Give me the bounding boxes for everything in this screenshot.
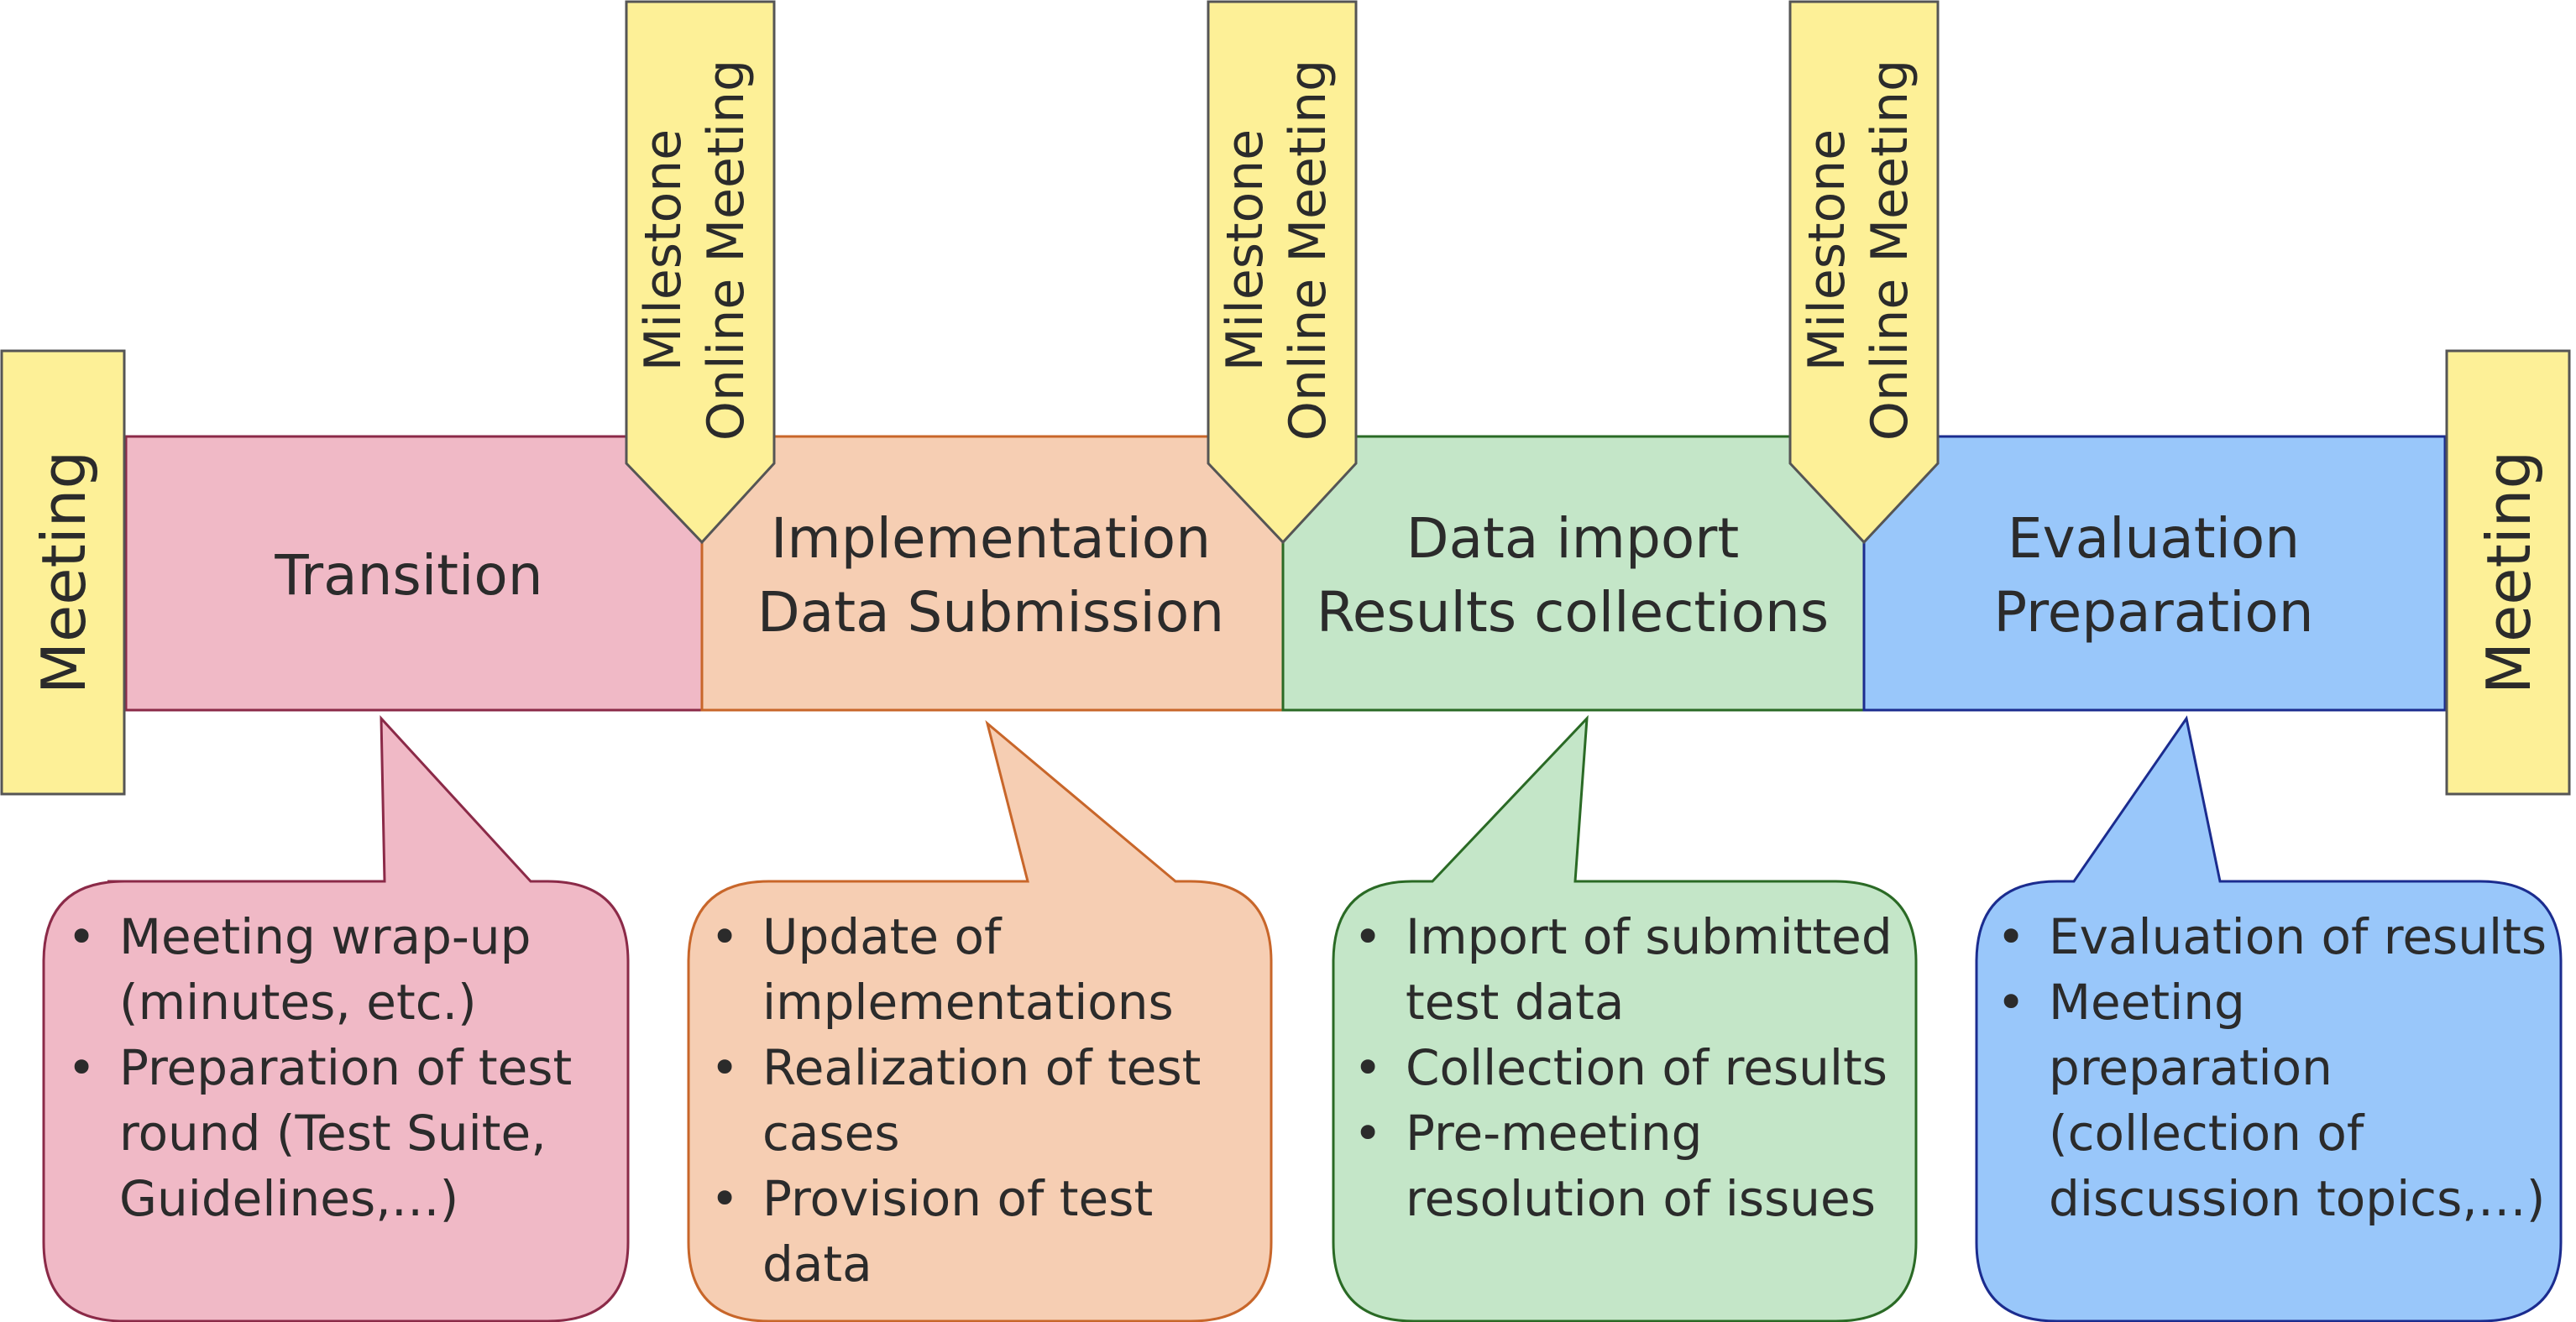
meeting-label-end: Meeting bbox=[2474, 451, 2544, 694]
bullet-marker: • bbox=[67, 1039, 96, 1096]
bullet-marker: • bbox=[710, 908, 739, 965]
callout-2-item-1-line-2: implementations bbox=[762, 974, 1174, 1031]
callout-1-item-2-line-3: Guidelines,…) bbox=[119, 1170, 458, 1227]
callout-data-import bbox=[1332, 714, 1918, 1322]
milestone-3-line-1: Milestone bbox=[1798, 129, 1856, 371]
phase-band-transition bbox=[124, 435, 704, 712]
phase-band-implementation bbox=[700, 435, 1285, 712]
callout-evaluation bbox=[1975, 715, 2563, 1322]
bullet-marker: • bbox=[1353, 1105, 1382, 1162]
phase-band-data-import bbox=[1281, 435, 1866, 712]
callout-2-item-2-line-2: cases bbox=[762, 1105, 900, 1162]
meeting-label-start: Meeting bbox=[29, 451, 99, 694]
phase-label-data-import-2: Results collections bbox=[1317, 580, 1829, 645]
callout-1-item-1-line-1: Meeting wrap-up bbox=[119, 908, 531, 965]
callout-2-item-2-line-1: Realization of test bbox=[762, 1039, 1201, 1096]
bullet-marker: • bbox=[67, 908, 96, 965]
milestone-1-line-1: Milestone bbox=[634, 129, 693, 371]
callout-transition-list: • Meeting wrap-up (minutes, etc.) • Prep… bbox=[67, 908, 572, 1227]
meeting-box-end bbox=[2445, 349, 2571, 796]
bullet-marker: • bbox=[1997, 908, 2025, 965]
bullet-marker: • bbox=[710, 1170, 739, 1227]
phase-label-transition: Transition bbox=[274, 543, 542, 608]
phase-label-data-import-1: Data import bbox=[1406, 506, 1739, 571]
callout-4-item-2-line-4: discussion topics,…) bbox=[2049, 1170, 2545, 1227]
phase-label-evaluation-1: Evaluation bbox=[2008, 506, 2300, 571]
milestone-2: Milestone Online Meeting bbox=[1207, 0, 1358, 545]
callout-evaluation-list: • Evaluation of results • Meeting prepar… bbox=[1997, 908, 2547, 1227]
callout-implementation bbox=[687, 719, 1273, 1322]
milestone-2-line-2: Online Meeting bbox=[1279, 60, 1338, 442]
callout-1-item-2-line-1: Preparation of test bbox=[119, 1039, 572, 1096]
callout-3-item-3-line-1: Pre-meeting bbox=[1406, 1105, 1702, 1162]
phase-label-evaluation-2: Preparation bbox=[1993, 580, 2313, 645]
callout-2-item-3-line-1: Provision of test bbox=[762, 1170, 1153, 1227]
bullet-marker: • bbox=[1353, 1039, 1382, 1096]
callout-data-import-list: • Import of submitted test data • Collec… bbox=[1353, 908, 1893, 1227]
milestone-2-line-1: Milestone bbox=[1216, 129, 1275, 371]
callout-3-item-1-line-1: Import of submitted bbox=[1406, 908, 1893, 965]
callout-1-item-1-line-2: (minutes, etc.) bbox=[119, 974, 477, 1031]
milestone-1: Milestone Online Meeting bbox=[625, 0, 776, 545]
callout-transition bbox=[42, 715, 630, 1322]
bullet-marker: • bbox=[1997, 974, 2025, 1031]
milestone-3-line-2: Online Meeting bbox=[1861, 60, 1919, 442]
phase-label-implementation-1: Implementation bbox=[771, 506, 1211, 571]
callout-2-item-1-line-1: Update of bbox=[762, 908, 1003, 965]
callout-3-item-1-line-2: test data bbox=[1406, 974, 1624, 1031]
bullet-marker: • bbox=[1353, 908, 1382, 965]
callout-4-item-2-line-2: preparation bbox=[2049, 1039, 2333, 1096]
callout-3-item-3-line-2: resolution of issues bbox=[1406, 1170, 1876, 1227]
callout-4-item-1-line-1: Evaluation of results bbox=[2049, 908, 2547, 965]
milestone-1-line-2: Online Meeting bbox=[697, 60, 756, 442]
phase-band-evaluation bbox=[1862, 435, 2447, 712]
bullet-marker: • bbox=[710, 1039, 739, 1096]
phase-label-implementation-2: Data Submission bbox=[757, 580, 1224, 645]
callout-implementation-list: • Update of implementations • Realizatio… bbox=[710, 908, 1201, 1293]
meeting-box-start bbox=[0, 349, 126, 796]
milestone-3: Milestone Online Meeting bbox=[1788, 0, 1940, 545]
callout-1-item-2-line-2: round (Test Suite, bbox=[119, 1105, 547, 1162]
callout-4-item-2-line-1: Meeting bbox=[2049, 974, 2245, 1031]
callout-2-item-3-line-2: data bbox=[762, 1236, 872, 1293]
callout-4-item-2-line-3: (collection of bbox=[2049, 1105, 2365, 1162]
callout-3-item-2-line-1: Collection of results bbox=[1406, 1039, 1887, 1096]
